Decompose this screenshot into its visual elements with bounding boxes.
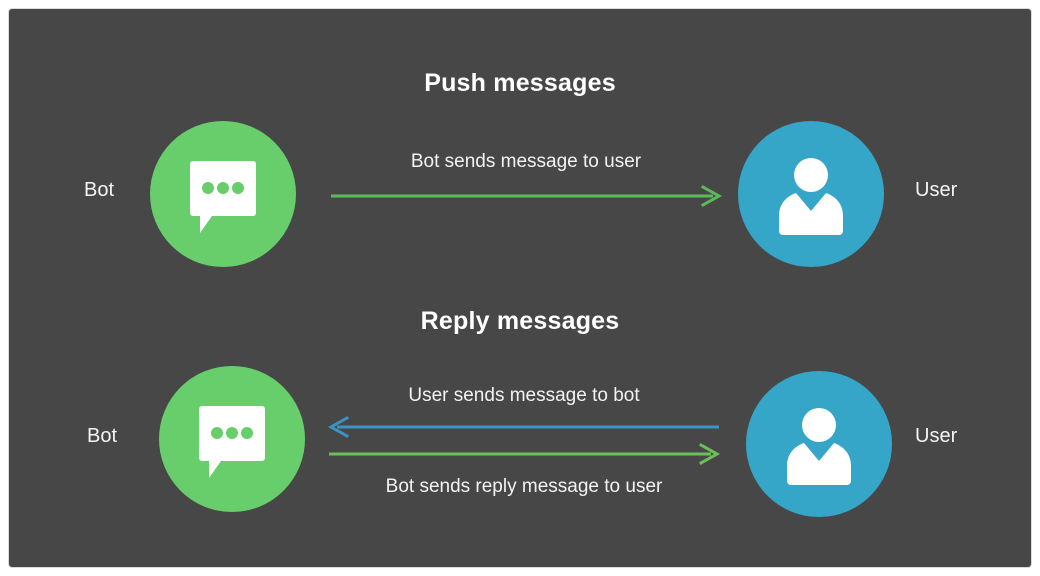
section-title-reply: Reply messages bbox=[420, 307, 620, 335]
node-label-bot-reply: Bot bbox=[87, 425, 118, 447]
user-node-push[interactable] bbox=[738, 121, 884, 267]
bot-node-reply[interactable] bbox=[159, 366, 305, 512]
bot-node-push[interactable] bbox=[150, 121, 296, 267]
person-icon bbox=[787, 408, 851, 485]
arrow-label-bot-to-user-push: Bot sends message to user bbox=[410, 151, 642, 172]
person-icon bbox=[779, 158, 843, 235]
node-label-bot-push: Bot bbox=[84, 179, 115, 201]
chat-bubble-icon bbox=[190, 161, 256, 233]
chat-bubble-icon bbox=[199, 406, 265, 478]
arrow-user-to-bot-reply bbox=[327, 415, 721, 439]
section-title-push: Push messages bbox=[424, 69, 616, 97]
arrow-label-user-to-bot-reply: User sends message to bot bbox=[408, 385, 640, 406]
diagram-panel: Push messages Bot Bot sends messa bbox=[8, 8, 1032, 568]
arrow-bot-to-user-reply bbox=[327, 442, 721, 466]
arrow-label-bot-to-user-reply: Bot sends reply message to user bbox=[385, 476, 663, 497]
node-label-user-push: User bbox=[915, 179, 958, 201]
node-label-user-reply: User bbox=[915, 425, 958, 447]
arrow-bot-to-user-push bbox=[329, 184, 723, 208]
user-node-reply[interactable] bbox=[746, 371, 892, 517]
